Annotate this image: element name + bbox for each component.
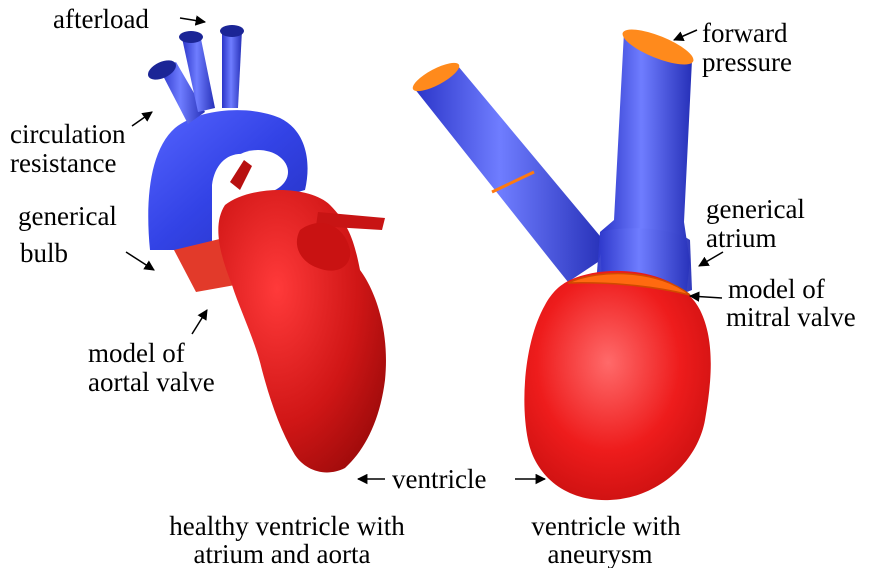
- label-forward-line2: pressure: [702, 47, 792, 77]
- caption-right-line2: aneurysm: [548, 539, 653, 568]
- aneurysm-ventricle: [524, 271, 710, 500]
- branch-vessel-3: [222, 30, 242, 108]
- branch-vessel-2-end: [179, 31, 203, 43]
- caption-right-line1: ventricle with: [531, 511, 681, 541]
- captions: healthy ventricle with atrium and aorta …: [169, 511, 681, 568]
- branch-vessel-3-end: [220, 25, 244, 37]
- label-circulation-line2: resistance: [10, 148, 116, 178]
- arrow-afterload: [180, 18, 205, 22]
- left-heart-model: [145, 25, 386, 472]
- label-afterload: afterload: [53, 4, 149, 34]
- label-circulation-line1: circulation: [10, 119, 126, 149]
- caption-left-line2: atrium and aorta: [194, 539, 371, 568]
- label-aortic-valve-line1: model of: [88, 338, 185, 368]
- right-heart-model: [409, 23, 710, 501]
- label-mitral-line2: mitral valve: [726, 302, 856, 332]
- arrow-forward: [674, 30, 697, 40]
- diagonal-tube: [414, 66, 605, 282]
- label-ventricle: ventricle: [392, 464, 486, 494]
- label-forward-line1: forward: [702, 18, 788, 48]
- label-atrium-line1: generical: [706, 194, 805, 224]
- label-mitral-line1: model of: [728, 274, 825, 304]
- label-aortic-valve-line2: aortal valve: [88, 367, 215, 397]
- arrow-aortic-valve: [192, 310, 207, 334]
- arrow-mitral: [690, 296, 722, 298]
- arrow-atrium: [699, 252, 723, 266]
- arrow-circulation: [132, 112, 152, 126]
- label-bulb-line2: bulb: [20, 238, 68, 268]
- label-atrium-line2: atrium: [706, 223, 776, 253]
- caption-left-line1: healthy ventricle with: [169, 511, 405, 541]
- arrow-bulb: [126, 252, 154, 270]
- label-bulb-line1: generical: [18, 201, 117, 231]
